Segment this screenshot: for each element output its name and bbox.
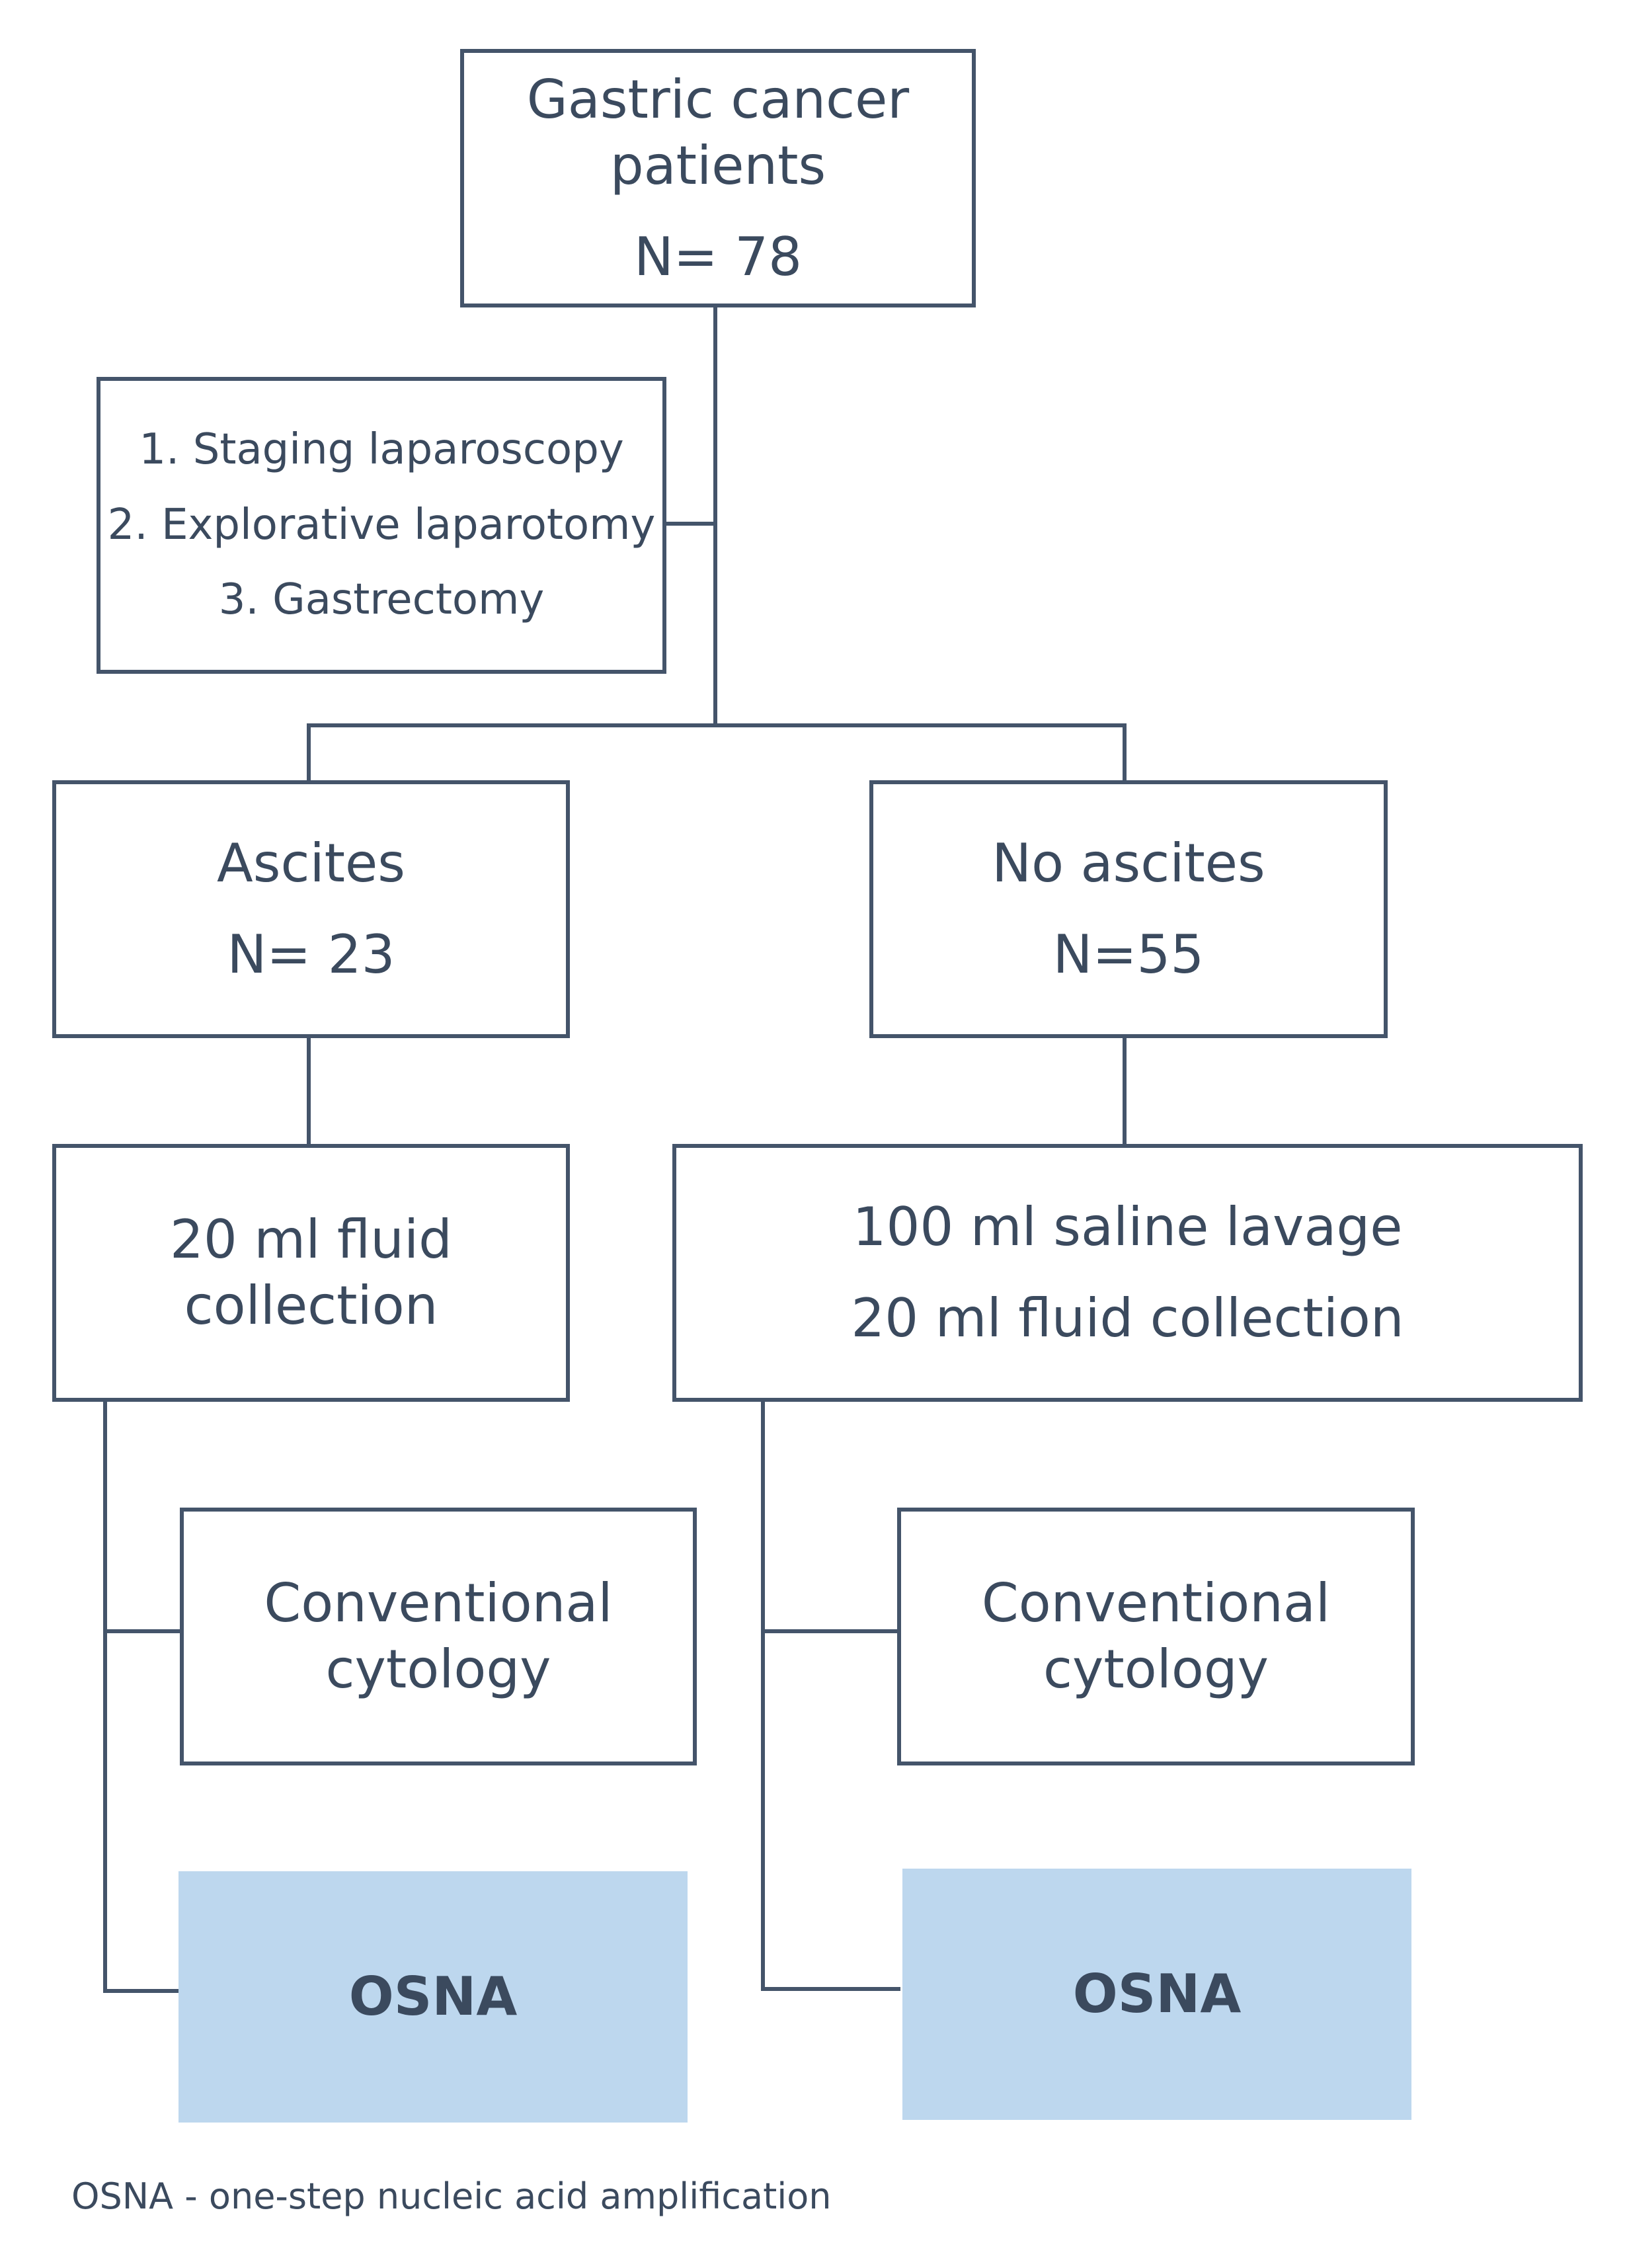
- lavage-line: 100 ml saline lavage: [852, 1196, 1403, 1258]
- procedure-item-2: 2. Explorative laparotomy: [107, 500, 656, 549]
- patients-title-line2: patients: [610, 134, 826, 196]
- patients-count: N= 78: [633, 225, 803, 288]
- ascites-collection-line2: collection: [184, 1275, 438, 1336]
- no-ascites-box: No ascites N=55: [869, 780, 1388, 1038]
- no-ascites-osna-box: OSNA: [902, 1869, 1411, 2120]
- ascites-cytology-line1: Conventional: [264, 1572, 613, 1634]
- procedures-box: 1. Staging laparoscopy 2. Explorative la…: [97, 377, 666, 674]
- no-ascites-cytology-line2: cytology: [1043, 1639, 1269, 1700]
- ascites-cytology-box: Conventional cytology: [180, 1508, 697, 1765]
- lavage-collection-box: 100 ml saline lavage 20 ml fluid collect…: [672, 1144, 1583, 1402]
- ascites-cytology-line2: cytology: [325, 1639, 551, 1700]
- footnote: OSNA - one-step nucleic acid amplificati…: [71, 2175, 832, 2217]
- ascites-collection-line1: 20 ml fluid: [170, 1209, 452, 1270]
- patients-box: Gastric cancer patients N= 78: [460, 49, 976, 307]
- ascites-collection-box: 20 ml fluid collection: [52, 1144, 570, 1402]
- no-ascites-cytology-line1: Conventional: [981, 1572, 1331, 1634]
- no-ascites-osna-label: OSNA: [1072, 1963, 1242, 2025]
- lavage-collection-line: 20 ml fluid collection: [851, 1287, 1404, 1349]
- no-ascites-label: No ascites: [992, 832, 1265, 894]
- no-ascites-cytology-box: Conventional cytology: [897, 1508, 1415, 1765]
- procedure-item-1: 1. Staging laparoscopy: [139, 425, 624, 474]
- ascites-count: N= 23: [227, 924, 395, 985]
- patients-title-line1: Gastric cancer: [526, 68, 910, 130]
- ascites-box: Ascites N= 23: [52, 780, 570, 1038]
- ascites-osna-label: OSNA: [348, 1966, 518, 2027]
- procedure-item-3: 3. Gastrectomy: [218, 575, 545, 625]
- ascites-osna-box: OSNA: [178, 1871, 688, 2123]
- ascites-label: Ascites: [217, 832, 405, 894]
- no-ascites-count: N=55: [1052, 924, 1205, 985]
